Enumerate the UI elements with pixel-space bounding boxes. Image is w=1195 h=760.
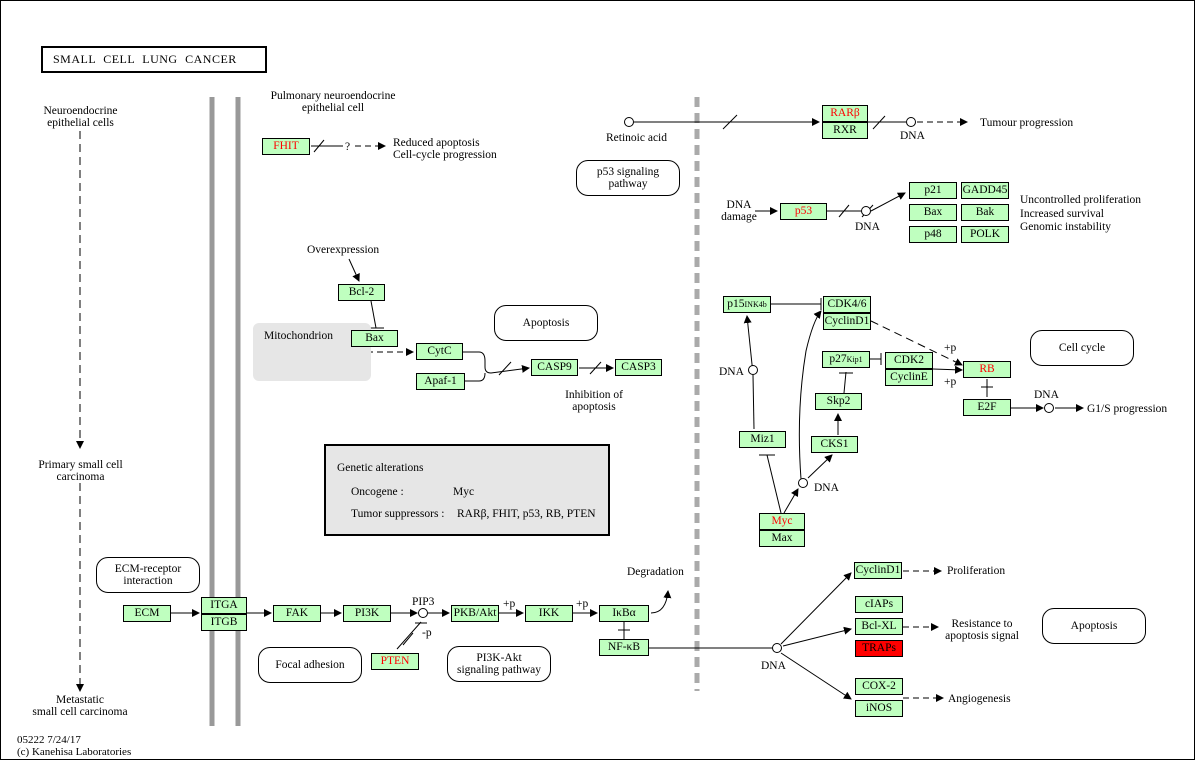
tumor-suppressors-value: RARβ, FHIT, p53, RB, PTEN	[457, 508, 596, 520]
gene-itgb[interactable]: ITGB	[201, 614, 247, 631]
pip3-label: PIP3	[412, 596, 435, 608]
map-id-date: 05222 7/24/17	[17, 734, 81, 746]
question-mark: ?	[345, 141, 351, 153]
gene-rb[interactable]: RB	[963, 361, 1011, 378]
gene-casp3[interactable]: CASP3	[615, 359, 662, 376]
gene-p48[interactable]: p48	[909, 226, 957, 243]
gene-bak[interactable]: Bak	[961, 204, 1009, 221]
dna-label-p53: DNA	[855, 221, 880, 233]
proliferation-label: Proliferation	[947, 565, 1006, 577]
p15-label: p15	[727, 298, 745, 310]
genetic-alterations-heading: Genetic alterations	[337, 462, 424, 474]
inhibition-apoptosis-label: Inhibition of apoptosis	[565, 389, 623, 413]
plus-p-label-3: +p	[503, 598, 516, 610]
gene-polk[interactable]: POLK	[961, 226, 1009, 243]
genetic-alterations-box: Genetic alterations Oncogene : Myc Tumor…	[324, 444, 610, 536]
gene-ecm[interactable]: ECM	[123, 605, 171, 622]
gene-myc[interactable]: Myc	[759, 513, 805, 530]
pi3k-akt-pathway-link[interactable]: PI3K-Akt signaling pathway	[447, 646, 551, 682]
gene-p27[interactable]: p27Kip1	[822, 351, 870, 368]
gene-ciaps[interactable]: cIAPs	[855, 596, 903, 613]
gene-traps[interactable]: TRAPs	[855, 640, 903, 657]
apoptosis-pathway-link-right[interactable]: Apoptosis	[1042, 608, 1146, 644]
p53-signaling-pathway-link[interactable]: p53 signaling pathway	[576, 160, 680, 196]
dna-damage-label: DNA damage	[721, 199, 757, 223]
gene-pten[interactable]: PTEN	[371, 653, 419, 670]
gene-pi3k[interactable]: PI3K	[343, 605, 391, 622]
gene-miz1[interactable]: Miz1	[739, 431, 786, 448]
gene-rarb[interactable]: RARβ	[822, 105, 868, 122]
gene-apaf1[interactable]: Apaf-1	[416, 373, 465, 390]
dna-label-miz1: DNA	[719, 366, 744, 378]
ecm-receptor-pathway-link[interactable]: ECM-receptor interaction	[96, 557, 200, 593]
gene-bax-p53[interactable]: Bax	[909, 204, 957, 221]
p15-superscript: INK4b	[744, 300, 767, 309]
gene-cdk46[interactable]: CDK4/6	[823, 296, 871, 313]
p27-superscript: Kip1	[846, 355, 863, 364]
oncogene-label: Oncogene :	[351, 486, 404, 498]
gene-inos[interactable]: iNOS	[855, 700, 903, 717]
neuroendocrine-label: Neuroendocrine epithelial cells	[43, 105, 118, 129]
minus-p-label: -p	[422, 627, 432, 639]
gene-skp2[interactable]: Skp2	[815, 393, 862, 410]
angiogenesis-label: Angiogenesis	[948, 693, 1011, 705]
uncontrolled-proliferation-label: Uncontrolled proliferation Increased sur…	[1020, 194, 1142, 233]
gene-cdk2[interactable]: CDK2	[885, 352, 933, 369]
dna-label-nfkb: DNA	[761, 660, 786, 672]
apoptosis-pathway-link[interactable]: Apoptosis	[494, 305, 598, 341]
gene-fhit[interactable]: FHIT	[262, 138, 310, 155]
plus-p-label-2: +p	[944, 376, 957, 388]
gene-pkb-akt[interactable]: PKB/Akt	[451, 605, 499, 622]
pulmonary-cell-label: Pulmonary neuroendocrine epithelial cell	[270, 90, 396, 114]
gene-cyclind1[interactable]: CyclinD1	[854, 562, 902, 579]
gene-max[interactable]: Max	[759, 530, 805, 547]
dna-label-myc: DNA	[814, 482, 839, 494]
oncogene-value: Myc	[453, 486, 475, 498]
gene-cyclind1-cc[interactable]: CyclinD1	[823, 313, 871, 330]
plus-p-label-4: +p	[576, 598, 589, 610]
gene-nfkb[interactable]: NF-κB	[599, 639, 649, 656]
cell-cycle-pathway-link[interactable]: Cell cycle	[1030, 330, 1134, 366]
gene-p21[interactable]: p21	[909, 182, 957, 199]
gene-rxr[interactable]: RXR	[822, 122, 868, 139]
gene-ikk[interactable]: IKK	[525, 605, 573, 622]
gene-bax[interactable]: Bax	[351, 330, 398, 347]
mitochondrion-label: Mitochondrion	[264, 330, 333, 342]
map-title: SMALL CELL LUNG CANCER	[41, 46, 267, 73]
degradation-label: Degradation	[627, 566, 684, 578]
dna-label-rar: DNA	[900, 130, 925, 142]
tumor-suppressors-label: Tumor suppressors :	[351, 508, 445, 520]
primary-carcinoma-label: Primary small cell carcinoma	[38, 459, 123, 483]
gene-bcl-xl[interactable]: Bcl-XL	[855, 618, 903, 635]
gene-fak[interactable]: FAK	[273, 605, 321, 622]
copyright: (c) Kanehisa Laboratories	[17, 746, 132, 758]
plus-p-label-1: +p	[944, 342, 957, 354]
gene-bcl2[interactable]: Bcl-2	[338, 284, 385, 301]
gene-p53[interactable]: p53	[780, 203, 827, 220]
gene-itga[interactable]: ITGA	[201, 597, 247, 614]
tumour-progression-label: Tumour progression	[980, 117, 1074, 129]
gene-ikba[interactable]: IκBα	[599, 605, 649, 622]
gene-p15[interactable]: p15INK4b	[723, 296, 771, 313]
resistance-apoptosis-label: Resistance to apoptosis signal	[945, 618, 1019, 642]
overexpression-label: Overexpression	[307, 244, 380, 256]
g1s-progression-label: G1/S progression	[1087, 403, 1168, 415]
gene-gadd45[interactable]: GADD45	[961, 182, 1009, 199]
focal-adhesion-pathway-link[interactable]: Focal adhesion	[258, 647, 362, 683]
retinoic-acid-label: Retinoic acid	[606, 132, 667, 144]
gene-e2f[interactable]: E2F	[963, 399, 1011, 416]
p27-label: p27	[829, 353, 847, 365]
gene-casp9[interactable]: CASP9	[531, 359, 578, 376]
gene-cytc[interactable]: CytC	[416, 343, 463, 360]
gene-cox2[interactable]: COX-2	[855, 678, 903, 695]
gene-cycline[interactable]: CyclinE	[885, 369, 933, 386]
metastatic-label: Metastatic small cell carcinoma	[32, 694, 128, 718]
dna-label-e2f: DNA	[1034, 389, 1059, 401]
gene-cks1[interactable]: CKS1	[811, 436, 858, 453]
reduced-apoptosis-label: Reduced apoptosis Cell-cycle progression	[393, 137, 497, 161]
